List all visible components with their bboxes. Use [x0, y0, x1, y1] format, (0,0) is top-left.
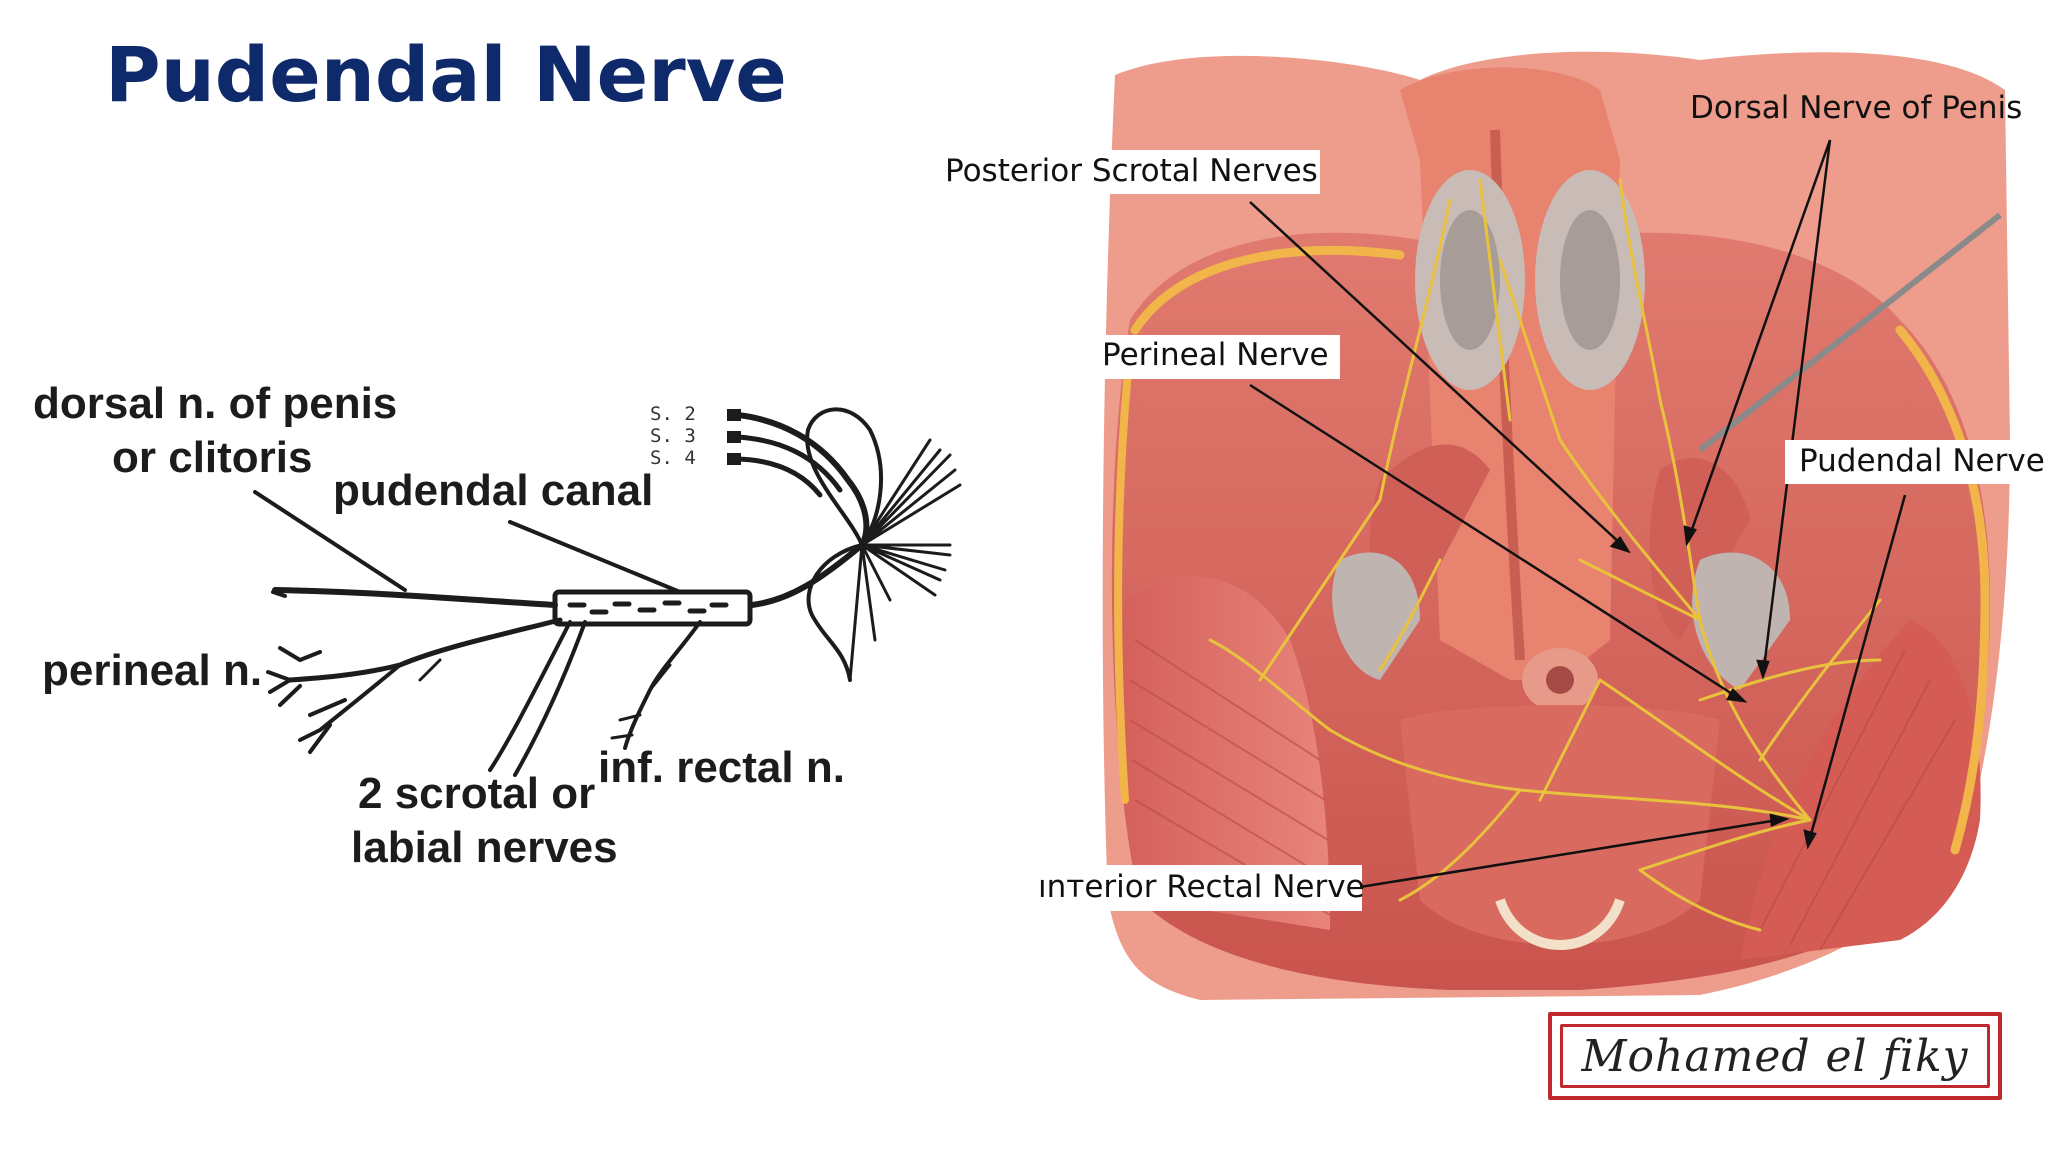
label-scrotal-line1: 2 scrotal or: [358, 769, 595, 818]
segment-s4: S. 4: [650, 447, 696, 469]
label-pudendal-canal: pudendal canal: [333, 466, 653, 515]
label-dorsal-nerve-penis: Dorsal Nerve of Penis: [1690, 90, 2022, 126]
label-dorsal-line1: dorsal n. of penis: [33, 379, 397, 428]
label-pudendal-nerve: Pudendal Nerve: [1799, 443, 2045, 479]
signature-text: Mohamed el fiky: [1581, 1030, 1969, 1082]
signature-frame: Mohamed el fiky: [1548, 1012, 2002, 1100]
segment-s3: S. 3: [650, 425, 696, 447]
label-perineal-nerve: Perineal Nerve: [1102, 337, 1329, 373]
page-title: Pudendal Nerve: [105, 30, 787, 119]
label-posterior-scrotal: Posterior Scrotal Nerves: [945, 153, 1318, 189]
segment-s2: S. 2: [650, 403, 696, 425]
label-scrotal-line2: labial nerves: [351, 823, 618, 872]
label-dorsal-line2: or clitoris: [112, 433, 313, 482]
label-inferior-rectal: ınтerior Rectal Nerve: [1038, 869, 1365, 905]
label-inf-rectal: inf. rectal n.: [598, 743, 845, 792]
label-perineal: perineal n.: [42, 646, 262, 695]
signature-inner-frame: Mohamed el fiky: [1560, 1024, 1990, 1088]
